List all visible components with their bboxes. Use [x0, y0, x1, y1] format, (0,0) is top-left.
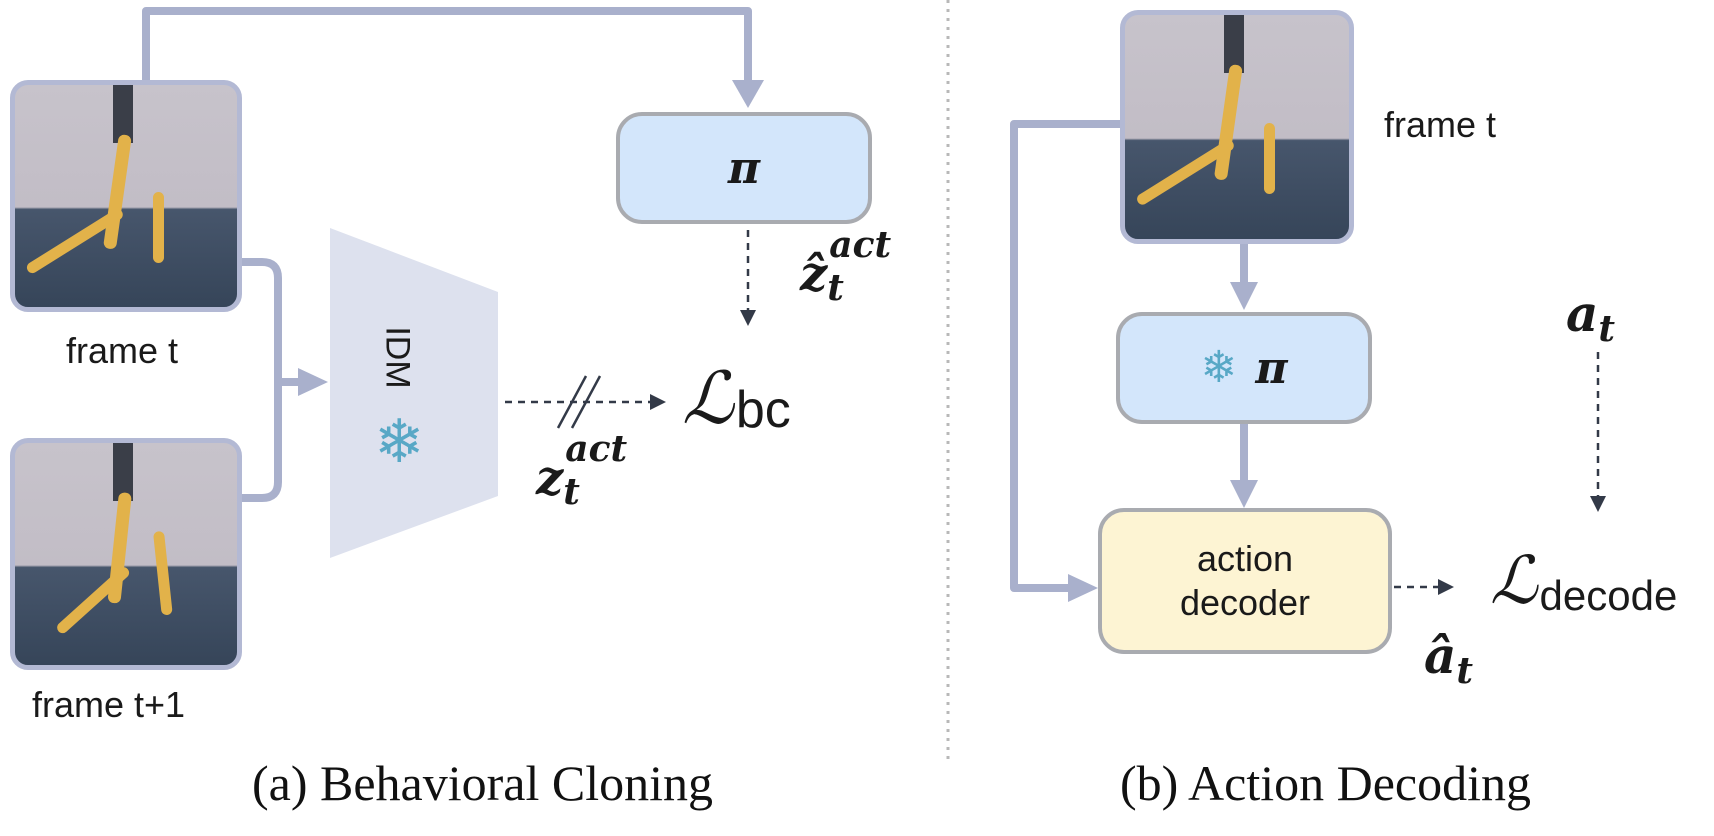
caption-action-decoding: (b) Action Decoding	[1120, 755, 1532, 811]
frame-t1-image	[10, 438, 242, 670]
snowflake-icon: ❄	[1200, 342, 1238, 393]
a-t-label: at	[1566, 284, 1616, 350]
idm-block	[330, 228, 498, 558]
frame-t1-label: frame t+1	[32, 684, 186, 725]
decoder-line2: decoder	[1179, 582, 1311, 623]
caption-behavioral-cloning: (a) Behavioral Cloning	[252, 755, 713, 811]
stop-gradient-mark	[556, 375, 588, 429]
frame-t-image	[10, 80, 242, 312]
frame-t-label-b: frame t	[1384, 104, 1497, 145]
frame-t-label: frame t	[66, 330, 179, 371]
frozen-policy-box: ❄ π	[1116, 312, 1372, 424]
a-hat-t-label: ât	[1424, 626, 1474, 692]
policy-symbol: π	[727, 142, 761, 194]
policy-symbol-b: π	[1255, 342, 1288, 394]
decoder-line1: action	[1196, 538, 1294, 579]
frame-to-policy-connector	[142, 7, 752, 82]
frame-to-decoder-connector	[1010, 120, 1124, 592]
action-decoder-box: action decoder	[1098, 508, 1392, 654]
snowflake-icon: ❄	[374, 407, 425, 477]
policy-box: π	[616, 112, 872, 224]
idm-label: IDM	[378, 326, 417, 389]
frame-t-image-b	[1120, 10, 1354, 244]
